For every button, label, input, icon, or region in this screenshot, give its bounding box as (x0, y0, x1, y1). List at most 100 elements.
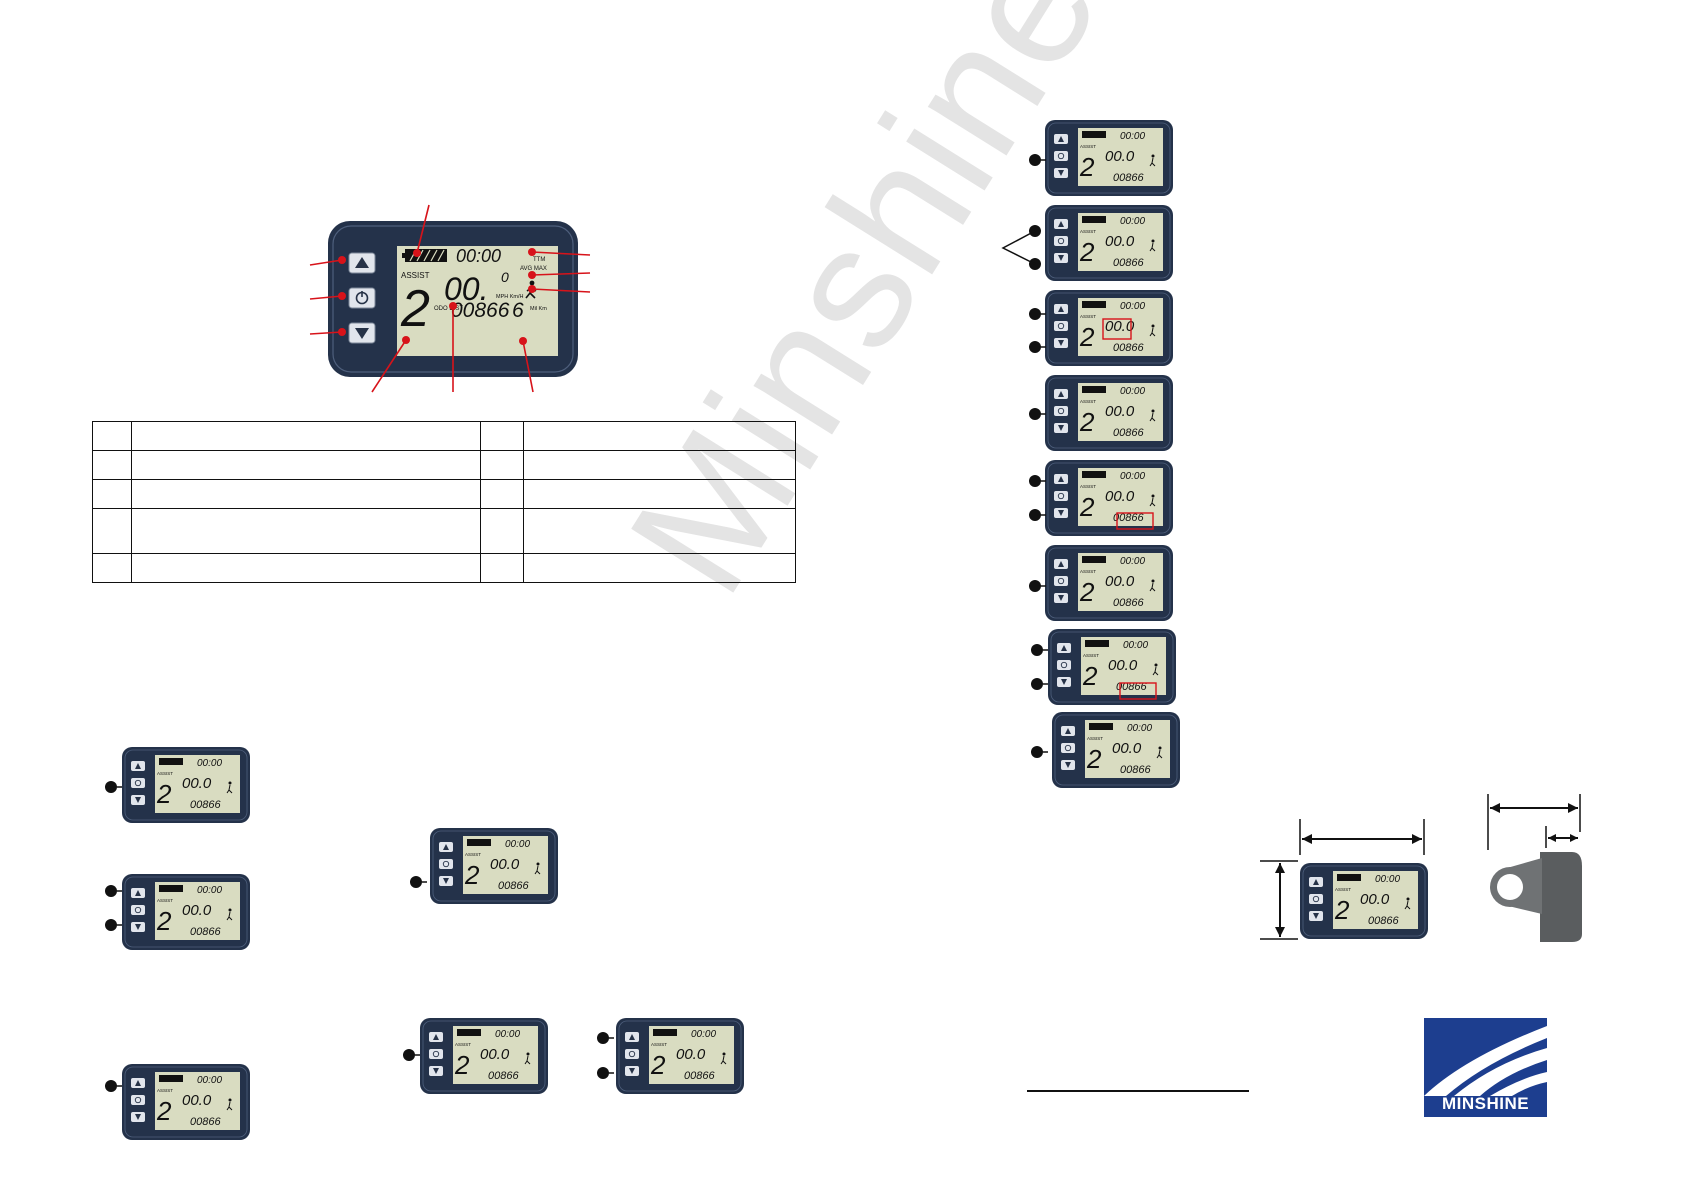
mini-time: 00:00 (1120, 131, 1145, 142)
mini-assist-level: 2 (1079, 577, 1095, 607)
dimension-front-display: 00:00 ASSIST 2 00.0 00866 (1298, 861, 1430, 941)
press-marker (1029, 475, 1046, 487)
press-marker (1029, 154, 1046, 166)
table-row (92, 553, 796, 583)
mini-time: 00:00 (197, 1075, 222, 1086)
signature-line (1027, 1090, 1249, 1092)
mini-speed: 00.0 (1105, 148, 1135, 165)
mini-display: 00:00 ASSIST 2 00.0 00866 (1043, 288, 1175, 368)
lcd-odo-dist: ODO DIST (434, 306, 463, 312)
down-button (348, 322, 376, 344)
press-marker (105, 919, 122, 931)
mini-assist-level: 2 (454, 1050, 470, 1080)
mini-speed: 00.0 (1105, 233, 1135, 250)
mini-speed: 00.0 (490, 856, 520, 873)
mini-time: 00:00 (505, 839, 530, 850)
press-marker (105, 885, 122, 897)
mini-assist-level: 2 (156, 906, 172, 936)
mini-distance: 00866 (1113, 172, 1144, 184)
walk-assist-icon (525, 280, 537, 299)
table-row (92, 421, 796, 451)
mini-distance: 00866 (190, 799, 221, 811)
mini-distance: 00866 (190, 926, 221, 938)
mini-distance: 00866 (190, 1116, 221, 1128)
logo-graphic (1424, 1026, 1547, 1096)
mini-distance: 00866 (1368, 915, 1399, 927)
lcd-distance-decimal: 6 (512, 299, 524, 322)
mini-assist-label: ASSIST (1083, 653, 1099, 658)
lcd-assist-level: 2 (400, 280, 430, 338)
mini-distance: 00866 (1113, 342, 1144, 354)
mini-time: 00:00 (1375, 874, 1400, 885)
mini-display: 00:00 ASSIST 2 00.0 00866 (120, 745, 252, 825)
mini-distance: 00866 (1113, 512, 1144, 524)
mini-speed: 00.0 (676, 1046, 706, 1063)
press-marker (410, 876, 427, 888)
mini-assist-level: 2 (464, 860, 480, 890)
mini-speed: 00.0 (182, 902, 212, 919)
mini-display: 00:00 ASSIST 2 00.0 00866 (1046, 627, 1178, 707)
mini-assist-level: 2 (156, 1096, 172, 1126)
mini-assist-label: ASSIST (157, 898, 173, 903)
legend-table (92, 421, 796, 583)
press-marker (403, 1049, 420, 1061)
highlight-box-distance (1116, 512, 1154, 530)
mini-assist-level: 2 (1086, 744, 1102, 774)
lcd-time-unit: TTM (533, 257, 545, 263)
mini-time: 00:00 (1120, 216, 1145, 227)
mini-assist-level: 2 (1079, 492, 1095, 522)
mini-speed: 00.0 (1112, 740, 1142, 757)
lcd-distance-units: Mil Km (530, 306, 547, 312)
mini-display: 00:00 ASSIST 2 00.0 00866 (1043, 203, 1175, 283)
press-marker (1031, 746, 1048, 758)
table-row (92, 450, 796, 480)
mini-time: 00:00 (1120, 471, 1145, 482)
mini-assist-level: 2 (1082, 661, 1098, 691)
power-button (348, 287, 376, 309)
mini-time: 00:00 (1127, 723, 1152, 734)
mini-speed: 00.0 (182, 775, 212, 792)
callout-lines (309, 204, 591, 393)
mini-distance: 00866 (488, 1070, 519, 1082)
mini-speed: 00.0 (480, 1046, 510, 1063)
mini-display: 00:00 ASSIST 2 00.0 00866 (1043, 458, 1175, 538)
main-display-diagram: 00:00 TTM ASSIST 2 00. 0 AVG MAX MPH Km/… (309, 204, 591, 393)
mini-distance: 00866 (684, 1070, 715, 1082)
lcd-time: 00:00 (456, 246, 501, 266)
mini-speed: 00.0 (1105, 318, 1135, 335)
mini-speed: 00.0 (1360, 891, 1390, 908)
mini-assist-level: 2 (1334, 895, 1350, 925)
mini-assist-label: ASSIST (1080, 314, 1096, 319)
press-marker (105, 1080, 122, 1092)
dimension-side-view (1487, 794, 1582, 942)
mini-display: 00:00 ASSIST 2 00.0 00866 (1043, 118, 1175, 198)
mini-assist-level: 2 (1079, 407, 1095, 437)
mini-assist-label: ASSIST (465, 852, 481, 857)
highlight-box-distance (1119, 682, 1157, 700)
press-marker (1031, 678, 1048, 690)
mini-distance: 00866 (1120, 764, 1151, 776)
mini-assist-label: ASSIST (1080, 484, 1096, 489)
lcd-speed: 00. (444, 271, 488, 307)
mini-assist-label: ASSIST (1080, 399, 1096, 404)
mini-display: 00:00 ASSIST 2 00.0 00866 (1050, 710, 1182, 790)
lcd-assist-label: ASSIST (401, 271, 430, 280)
lcd-distance: 00866 (451, 299, 510, 322)
highlight-box-speed (1102, 318, 1132, 340)
press-marker (1029, 408, 1046, 420)
mini-display: 00:00 ASSIST 2 00.0 00866 (428, 826, 560, 906)
mini-assist-level: 2 (1079, 152, 1095, 182)
mini-assist-label: ASSIST (455, 1042, 471, 1047)
up-button (348, 252, 376, 274)
mini-assist-label: ASSIST (1080, 229, 1096, 234)
mini-time: 00:00 (1120, 301, 1145, 312)
lcd-speed-decimal: 0 (501, 269, 509, 285)
mini-time: 00:00 (495, 1029, 520, 1040)
lcd-speed-units: MPH Km/H (496, 294, 524, 300)
minshine-logo: MINSHINE (1424, 1018, 1547, 1117)
logo-text: MINSHINE (1441, 1094, 1530, 1113)
battery-icon (402, 249, 447, 262)
mini-assist-level: 2 (650, 1050, 666, 1080)
mini-speed: 00.0 (1105, 573, 1135, 590)
mini-speed: 00.0 (182, 1092, 212, 1109)
